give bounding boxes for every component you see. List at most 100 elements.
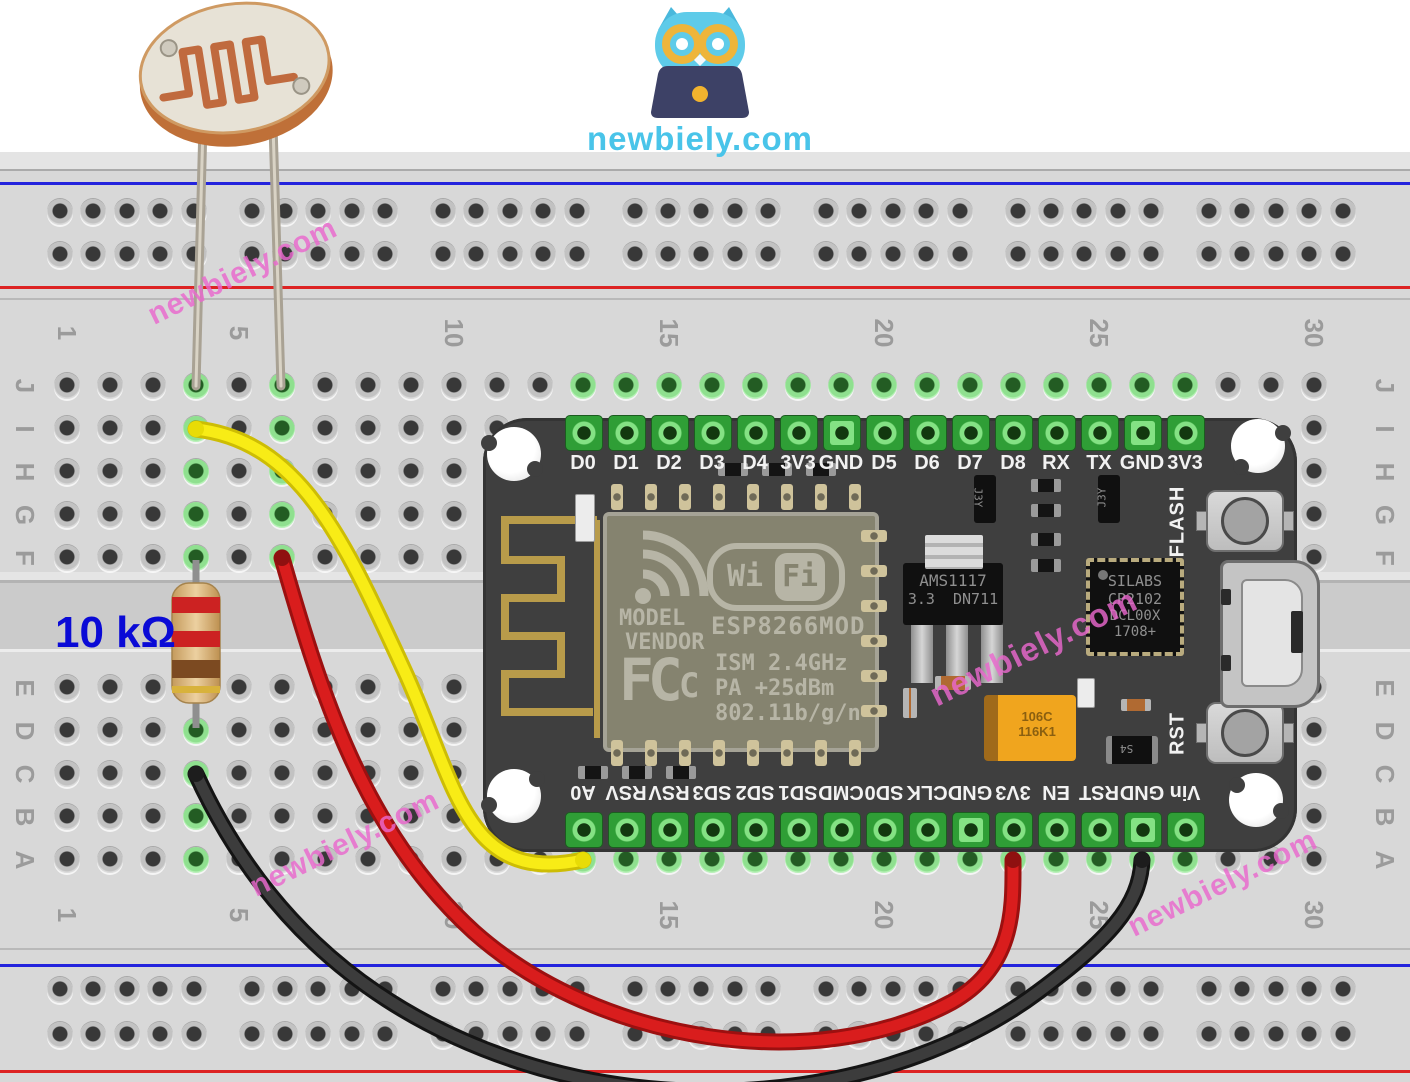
breadboard-hole <box>80 199 106 225</box>
castellation-pad <box>747 484 759 510</box>
breadboard-hole <box>80 242 106 268</box>
breadboard-hole <box>813 242 839 268</box>
breadboard-hole <box>1330 199 1356 225</box>
castellation-pad <box>781 484 793 510</box>
breadboard-hole <box>312 761 338 787</box>
breadboard-hole <box>913 977 939 1003</box>
breadboard-hole <box>1105 199 1131 225</box>
breadboard-hole <box>613 373 639 399</box>
breadboard-hole <box>47 242 73 268</box>
breadboard-hole <box>97 416 123 442</box>
breadboard-hole <box>1105 977 1131 1003</box>
wire-black <box>190 768 1148 1082</box>
module-spec-line: PA +25dBm <box>715 676 835 701</box>
esp-pin-GND <box>1124 812 1162 848</box>
breadboard-hole <box>1071 199 1097 225</box>
breadboard-hole <box>441 847 467 873</box>
esp-pin-RSV <box>651 812 689 848</box>
breadboard-hole <box>97 675 123 701</box>
breadboard-hole <box>54 502 80 528</box>
power-rail-blue-line-top <box>0 182 1410 185</box>
breadboard-hole <box>699 373 725 399</box>
breadboard-hole <box>140 502 166 528</box>
esp-pin-label: GND <box>818 452 864 474</box>
breadboard-hole <box>1138 199 1164 225</box>
breadboard-hole <box>54 416 80 442</box>
breadboard-hole <box>655 242 681 268</box>
castellation-pad <box>679 484 691 510</box>
breadboard-hole <box>441 502 467 528</box>
breadboard-hole <box>47 199 73 225</box>
breadboard-hole <box>183 502 209 528</box>
flash-button <box>1206 490 1284 552</box>
breadboard-hole <box>1129 373 1155 399</box>
smd-component <box>578 766 608 779</box>
breadboard-hole <box>140 718 166 744</box>
smd-component <box>666 766 696 779</box>
breadboard-hole <box>226 545 252 571</box>
breadboard-hole <box>372 199 398 225</box>
breadboard-hole <box>183 459 209 485</box>
esp-pin-D8 <box>995 415 1033 451</box>
breadboard-hole <box>54 761 80 787</box>
breadboard-hole <box>463 242 489 268</box>
breadboard-hole <box>312 545 338 571</box>
esp-pin-D3 <box>694 415 732 451</box>
cp2102-chip: SILABS CP2102 DCL00X 1708+ <box>1086 558 1184 656</box>
breadboard-hole <box>372 1022 398 1048</box>
breadboard-hole <box>441 718 467 744</box>
breadboard-hole <box>527 373 553 399</box>
esp-pin-SD3 <box>694 812 732 848</box>
breadboard-hole <box>140 545 166 571</box>
transistor-j3y: J3Y <box>1095 475 1120 523</box>
breadboard-hole <box>622 242 648 268</box>
breadboard-hole <box>339 199 365 225</box>
breadboard-hole <box>1038 199 1064 225</box>
chip-marking: CP2102 <box>1107 590 1163 608</box>
breadboard-hole <box>722 199 748 225</box>
breadboard-hole <box>97 459 123 485</box>
breadboard-hole <box>1258 373 1284 399</box>
breadboard-hole <box>564 1022 590 1048</box>
resistor-value-label: 10 kΩ <box>55 608 176 657</box>
breadboard-hole <box>1138 1022 1164 1048</box>
breadboard-hole <box>97 804 123 830</box>
breadboard-hole <box>530 1022 556 1048</box>
breadboard-hole <box>140 847 166 873</box>
antenna-traces <box>501 516 600 738</box>
esp-pin-label: D6 <box>914 452 940 474</box>
breadboard-hole <box>1229 977 1255 1003</box>
breadboard-hole <box>147 199 173 225</box>
breadboard-hole <box>305 199 331 225</box>
esp-pin-D4 <box>737 415 775 451</box>
castellation-pad <box>781 740 793 766</box>
breadboard-hole <box>1215 373 1241 399</box>
esp-pin-D1 <box>608 415 646 451</box>
breadboard-hole <box>312 804 338 830</box>
esp-pin-TX <box>1081 415 1119 451</box>
power-rail-red-line-bottom <box>0 1070 1410 1073</box>
rst-button <box>1206 702 1284 764</box>
castellation-pad <box>815 740 827 766</box>
breadboard-hole <box>269 847 295 873</box>
breadboard-hole <box>785 373 811 399</box>
esp-pin-3V3 <box>1167 415 1205 451</box>
breadboard-hole <box>828 373 854 399</box>
breadboard-hole <box>1301 804 1327 830</box>
smd-component <box>575 494 595 542</box>
module-name: ESP8266MOD <box>711 612 866 640</box>
castellation-pad <box>611 484 623 510</box>
breadboard-hole <box>1263 1022 1289 1048</box>
castellation-pad <box>713 740 725 766</box>
breadboard-hole <box>1043 373 1069 399</box>
esp-pin-label: D3 <box>699 452 725 474</box>
esp-pin-RSV <box>608 812 646 848</box>
esp-pin-label: D5 <box>871 452 897 474</box>
photoresistor <box>138 1 333 391</box>
logo-text: newbiely.com <box>587 120 813 157</box>
breadboard-hole <box>564 242 590 268</box>
breadboard-hole <box>722 242 748 268</box>
module-spec-line: ISM 2.4GHz <box>715 651 848 676</box>
breadboard-hole <box>140 675 166 701</box>
esp-pin-label: D4 <box>742 452 768 474</box>
